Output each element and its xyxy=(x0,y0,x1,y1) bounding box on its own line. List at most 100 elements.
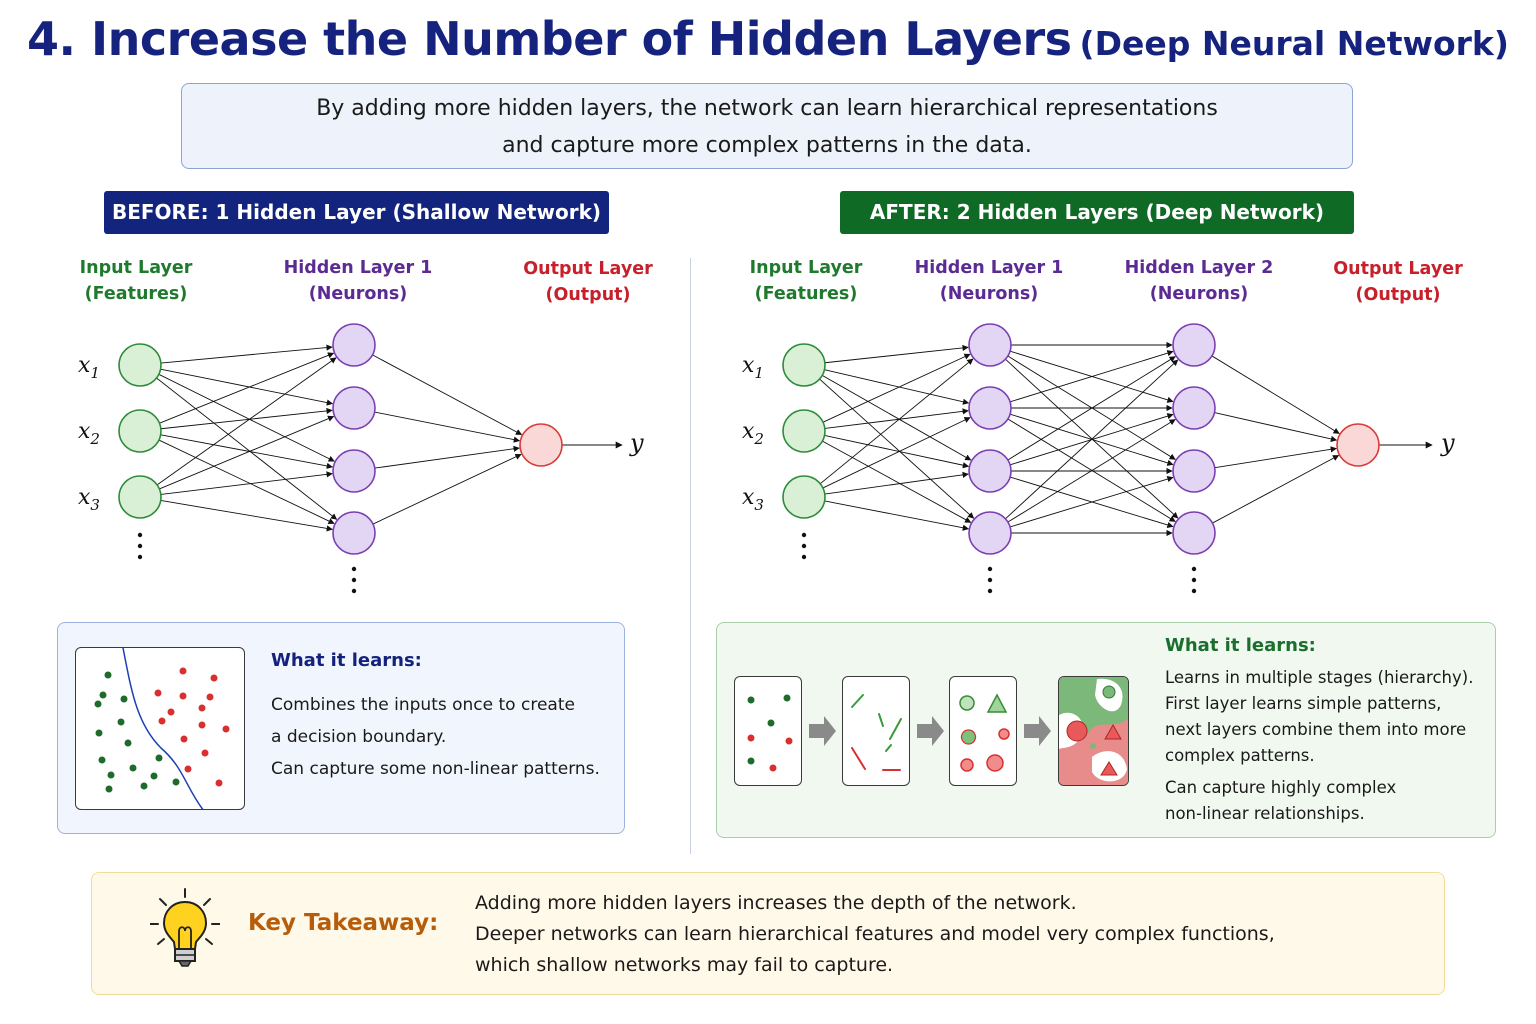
after-learns-line: complex patterns. xyxy=(1165,746,1315,765)
boundary-curve xyxy=(122,648,204,809)
ellipsis-dot xyxy=(801,532,807,538)
connection-edge xyxy=(1212,455,1340,524)
hidden-node xyxy=(1172,449,1216,493)
stage-2-edges xyxy=(842,676,910,786)
hidden-node xyxy=(1172,386,1216,430)
before-hidden1-label: Hidden Layer 1 (Neurons) xyxy=(248,255,468,307)
boundary-svg xyxy=(94,648,230,809)
hidden-node xyxy=(1172,323,1216,367)
connection-edge xyxy=(824,471,969,495)
intro-line-1: By adding more hidden layers, the networ… xyxy=(316,96,1218,121)
connection-edge xyxy=(156,377,338,520)
connection-edge xyxy=(158,373,335,462)
intro-box: By adding more hidden layers, the networ… xyxy=(181,83,1353,169)
input-label-x: x3 xyxy=(742,485,764,514)
network-nodes xyxy=(118,323,1380,594)
label-line: (Output) xyxy=(545,285,631,305)
ellipsis-dot xyxy=(351,588,357,594)
after-output-label: Output Layer (Output) xyxy=(1288,256,1508,308)
connection-edge xyxy=(159,352,335,424)
after-learns-line: next layers combine them into more xyxy=(1165,720,1467,739)
before-output-label: Output Layer (Output) xyxy=(478,256,698,308)
takeaway-line: Adding more hidden layers increases the … xyxy=(475,892,1077,914)
hidden-node xyxy=(968,511,1012,555)
output-node xyxy=(1336,423,1380,467)
output-label-y: y xyxy=(1440,429,1455,457)
before-input-label: Input Layer (Features) xyxy=(26,255,246,307)
input-label-x: x3 xyxy=(78,485,100,514)
input-node xyxy=(782,475,826,519)
connection-edge xyxy=(824,408,969,429)
label-line: (Neurons) xyxy=(1149,284,1249,304)
input-node xyxy=(782,409,826,453)
connection-edge xyxy=(1007,356,1176,461)
after-tag: AFTER: 2 Hidden Layers (Deep Network) xyxy=(840,191,1354,234)
ellipsis-dot xyxy=(987,588,993,594)
label-line: (Neurons) xyxy=(308,284,408,304)
section-divider xyxy=(690,258,691,854)
after-learns-text: Learns in multiple stages (hierarchy). F… xyxy=(1165,665,1473,827)
label-line: (Output) xyxy=(1355,285,1441,305)
label-line: Output Layer xyxy=(1333,259,1463,279)
before-learns-title: What it learns: xyxy=(271,650,422,671)
input-node xyxy=(782,343,826,387)
takeaway-text: Adding more hidden layers increases the … xyxy=(475,888,1275,981)
title-sub: (Deep Neural Network) xyxy=(1079,24,1509,63)
ellipsis-dot xyxy=(801,543,807,549)
before-learns-text: Combines the inputs once to create a dec… xyxy=(271,689,600,785)
label-line: Hidden Layer 2 xyxy=(1124,258,1274,278)
hidden-node xyxy=(968,323,1012,367)
ellipsis-dot xyxy=(1191,566,1197,572)
after-hidden1-label: Hidden Layer 1 (Neurons) xyxy=(879,255,1099,307)
connection-edge xyxy=(819,358,974,485)
input-subscript: 2 xyxy=(753,430,764,448)
connection-edge xyxy=(159,415,335,490)
output-node xyxy=(519,423,563,467)
after-learns-line: Learns in multiple stages (hierarchy). xyxy=(1165,668,1474,687)
ellipsis-dot xyxy=(1191,588,1197,594)
intro-line-2: and capture more complex patterns in the… xyxy=(502,133,1032,158)
hidden-node xyxy=(332,386,376,430)
hidden-node xyxy=(332,323,376,367)
before-tag: BEFORE: 1 Hidden Layer (Shallow Network) xyxy=(104,191,609,234)
input-subscript: 1 xyxy=(90,364,100,382)
input-label-x: x1 xyxy=(742,353,764,382)
ellipsis-dot xyxy=(137,554,143,560)
connection-edge xyxy=(1005,359,1179,520)
connection-edge xyxy=(374,445,520,469)
page-title: 4. Increase the Number of Hidden Layers(… xyxy=(0,12,1536,66)
ellipsis-dot xyxy=(987,566,993,572)
connection-edge xyxy=(822,417,971,489)
decision-boundary-plot xyxy=(75,647,245,810)
connection-edge xyxy=(1007,419,1176,523)
connection-edge xyxy=(160,471,333,495)
connection-edge xyxy=(372,453,522,525)
connection-edge xyxy=(372,354,523,436)
connection-edge xyxy=(160,434,333,470)
label-line: Input Layer xyxy=(749,258,863,278)
connection-edge xyxy=(822,375,972,461)
label-line: (Neurons) xyxy=(939,284,1039,304)
before-learns-line: a decision boundary. xyxy=(271,727,447,747)
takeaway-line: Deeper networks can learn hierarchical f… xyxy=(475,923,1275,945)
connection-edge xyxy=(160,344,333,364)
connection-edge xyxy=(1211,355,1340,434)
lightbulb-icon xyxy=(150,888,220,967)
label-line: Output Layer xyxy=(523,259,653,279)
hidden-node xyxy=(968,449,1012,493)
ellipsis-dot xyxy=(351,566,357,572)
after-learns-line: non-linear relationships. xyxy=(1165,804,1365,823)
ellipsis-dot xyxy=(351,577,357,583)
red-points xyxy=(154,667,230,787)
hidden-node xyxy=(968,386,1012,430)
input-node xyxy=(118,409,162,453)
label-line: (Features) xyxy=(754,284,858,304)
connection-edge xyxy=(824,369,970,405)
label-line: (Features) xyxy=(84,284,188,304)
connection-edge xyxy=(1009,476,1174,528)
network-edges xyxy=(156,341,1433,537)
connection-edge xyxy=(824,500,970,531)
ellipsis-dot xyxy=(1191,577,1197,583)
